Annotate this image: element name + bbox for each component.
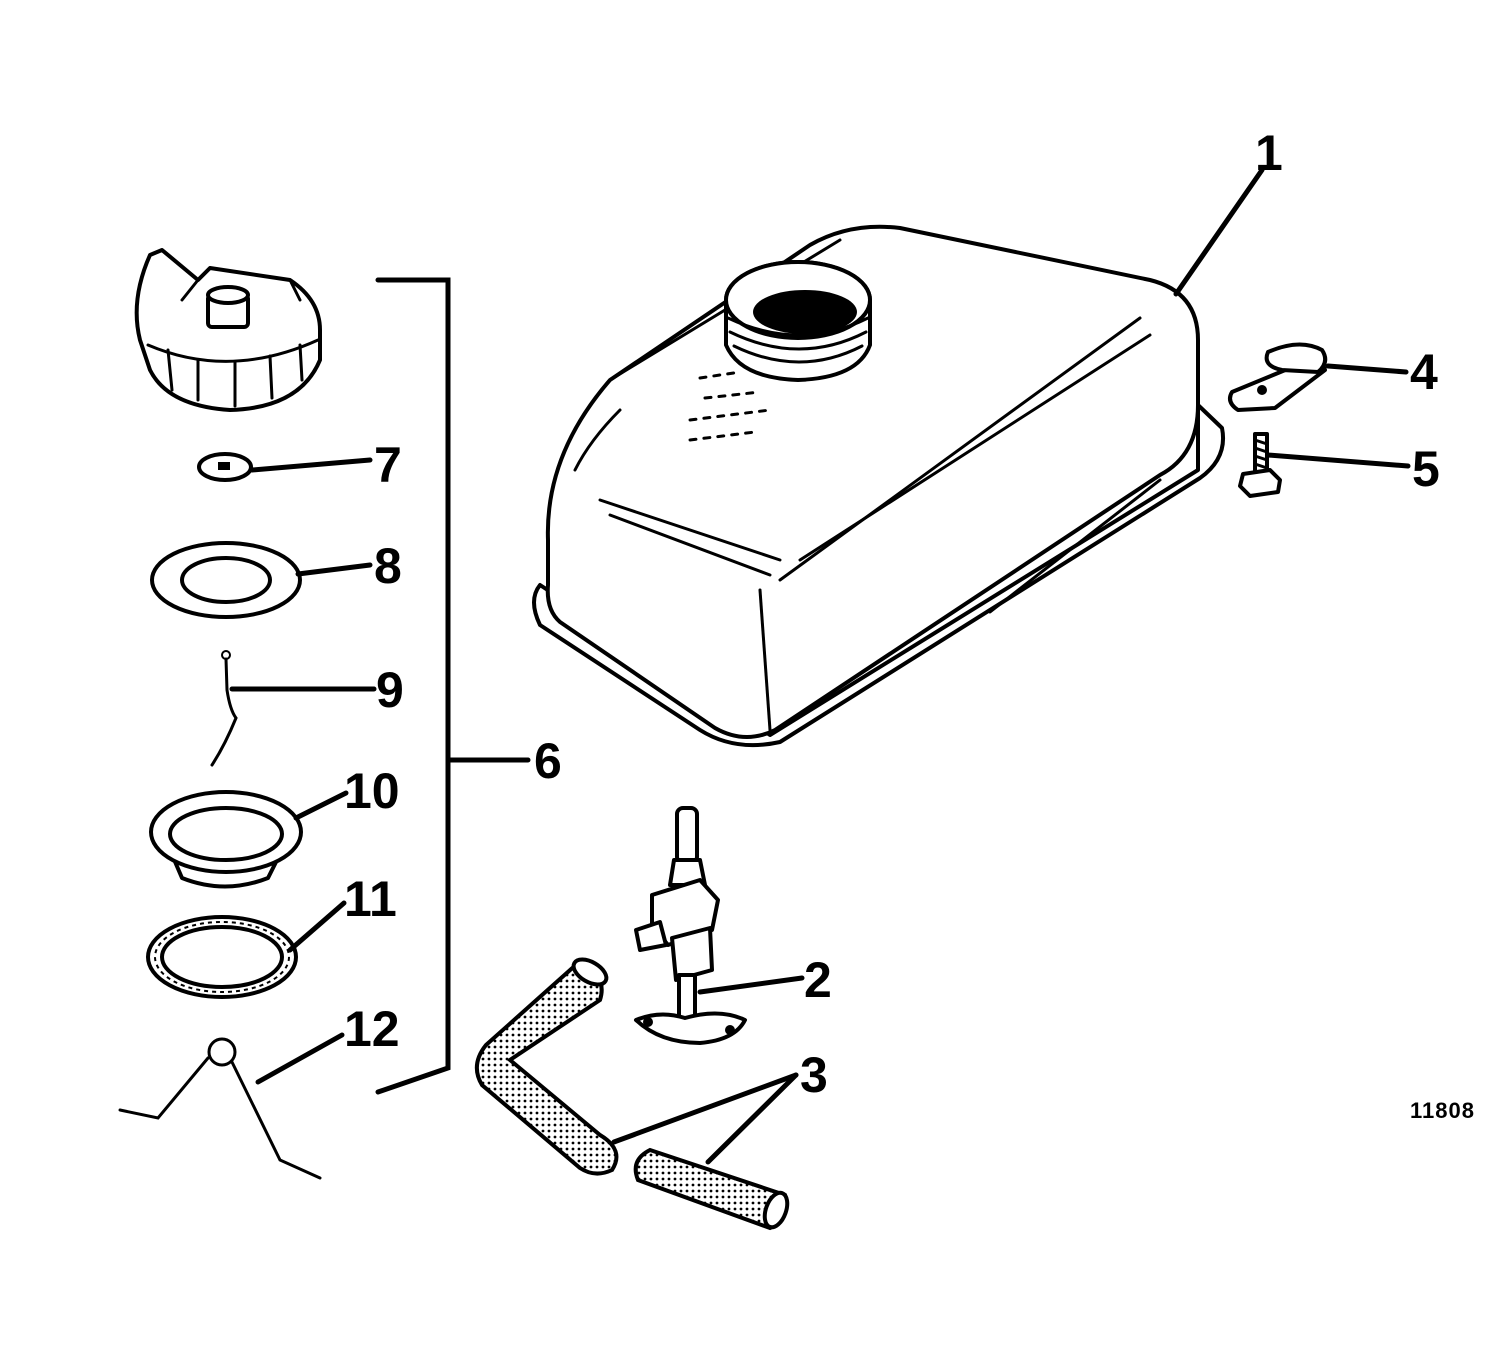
o-ring-seal [146,915,298,999]
vent-disc [197,452,253,482]
tank-clamp [1228,342,1328,412]
callout-3: 3 [800,1047,828,1103]
callout-7: 7 [374,437,402,493]
callout-6: 6 [534,733,562,789]
filler-cap [134,248,322,412]
callout-1: 1 [1255,125,1283,181]
cap-chain [118,1037,322,1180]
fuel-valve [634,806,747,1045]
cap-cup [149,790,303,889]
callout-8: 8 [374,538,402,594]
fuel-tank [532,224,1225,748]
group-bracket [375,277,451,1095]
hex-screw [1238,432,1282,498]
callout-11: 11 [344,871,397,927]
callout-12: 12 [344,1001,400,1057]
leader-lines [229,167,1411,1165]
callout-5: 5 [1412,441,1440,497]
gasket-washer [150,541,302,619]
fuel-hoses [474,957,790,1231]
retaining-wire [210,650,238,767]
callout-4: 4 [1410,344,1438,400]
callout-9: 9 [376,662,404,718]
figure-number: 11808 [1410,1098,1475,1123]
callout-2: 2 [804,952,832,1008]
callout-10: 10 [344,763,400,819]
